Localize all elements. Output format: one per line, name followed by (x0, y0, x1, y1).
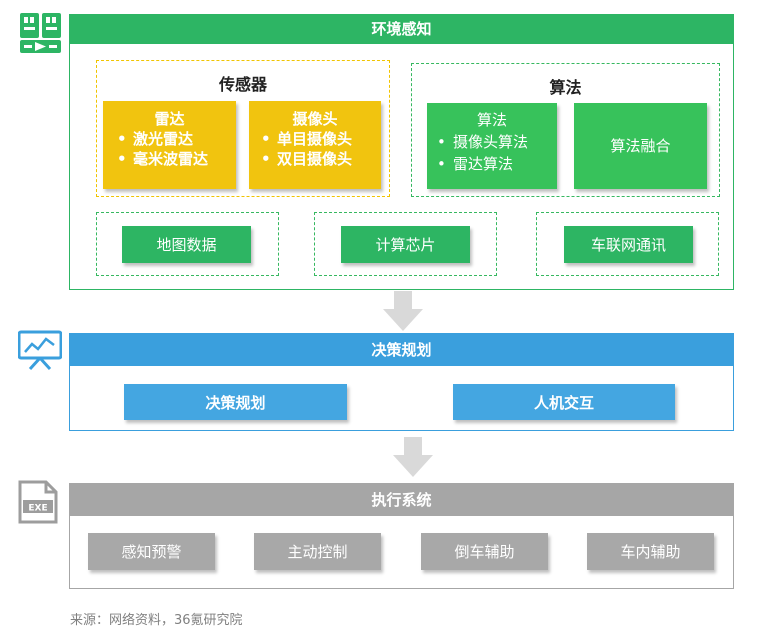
camera-box: 摄像头 单目摄像头 双目摄像头 (249, 101, 381, 189)
hmi-item: 人机交互 (453, 384, 675, 420)
perception-header: 环境感知 (69, 14, 734, 43)
list-item: 双目摄像头 (259, 149, 381, 169)
source-note: 来源：网络资料，36氪研究院 (70, 613, 243, 628)
v2x-group (536, 212, 719, 276)
algorithm-box: 算法 摄像头算法 雷达算法 (427, 103, 557, 189)
presentation-chart-icon (17, 330, 63, 371)
list-item: 雷达算法 (435, 153, 557, 175)
map-data-box: 地图数据 (122, 226, 251, 263)
sensor-group-title: 传感器 (218, 75, 267, 94)
planning-item: 决策规划 (124, 384, 347, 420)
list-item: 摄像头算法 (435, 131, 557, 153)
list-item: 激光雷达 (115, 129, 236, 149)
execution-title: 执行系统 (371, 490, 432, 509)
algorithm-fusion-box: 算法融合 (574, 103, 707, 189)
computing-chip-group (314, 212, 497, 276)
sensor-group (96, 60, 390, 197)
server-network-icon (19, 12, 63, 54)
camera-title: 摄像头 (292, 110, 338, 128)
svg-text:EXE: EXE (28, 504, 47, 514)
radar-box: 雷达 激光雷达 毫米波雷达 (103, 101, 236, 189)
planning-title: 决策规划 (371, 340, 432, 359)
execution-item: 车内辅助 (587, 533, 714, 570)
execution-item: 倒车辅助 (421, 533, 548, 570)
execution-header: 执行系统 (69, 483, 734, 515)
list-item: 毫米波雷达 (115, 149, 236, 169)
execution-item: 感知预警 (88, 533, 215, 570)
list-item: 单目摄像头 (259, 129, 381, 149)
radar-title: 雷达 (154, 110, 185, 128)
down-arrow-icon (383, 291, 423, 331)
perception-title: 环境感知 (371, 20, 432, 38)
exe-file-icon: EXE (18, 480, 58, 524)
down-arrow-icon (393, 437, 433, 477)
algorithm-group (411, 63, 720, 197)
v2x-box: 车联网通讯 (564, 226, 693, 263)
algorithm-group-title: 算法 (549, 78, 582, 97)
algorithm-title: 算法 (476, 111, 507, 129)
execution-item: 主动控制 (254, 533, 381, 570)
computing-chip-box: 计算芯片 (341, 226, 470, 263)
planning-header: 决策规划 (69, 333, 734, 365)
map-data-group (96, 212, 279, 276)
